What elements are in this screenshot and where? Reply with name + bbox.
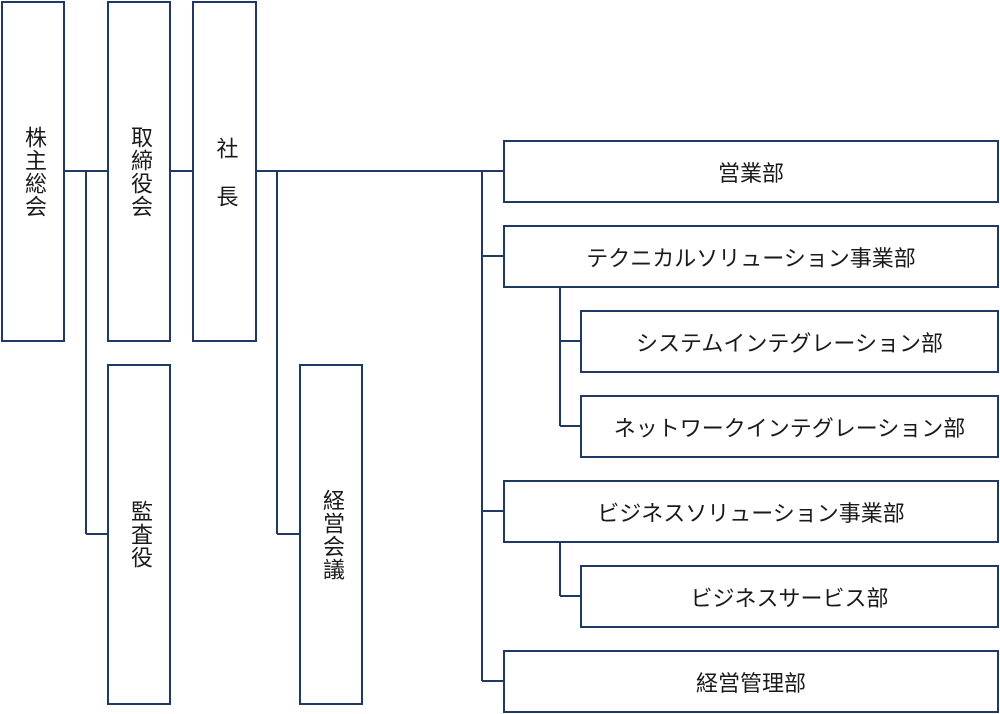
- dept-administration-box: 経営管理部: [503, 650, 999, 713]
- auditor-label: 監査役: [127, 500, 152, 569]
- dept-business-solutions-label: ビジネスソリューション事業部: [597, 501, 905, 527]
- management-council-label: 経営会議: [319, 488, 344, 581]
- dept-technical-solutions-label: テクニカルソリューション事業部: [586, 246, 916, 272]
- management-council-box: 経営会議: [299, 364, 363, 705]
- dept-business-services-label: ビジネスサービス部: [690, 586, 889, 612]
- dept-network-integration-label: ネットワークインテグレーション部: [613, 416, 966, 442]
- auditor-box: 監査役: [107, 364, 171, 705]
- dept-business-solutions-box: ビジネスソリューション事業部: [503, 480, 999, 543]
- dept-business-services-box: ビジネスサービス部: [580, 565, 999, 628]
- dept-technical-solutions-box: テクニカルソリューション事業部: [503, 225, 999, 288]
- dept-sales-label: 営業部: [717, 161, 784, 187]
- dept-network-integration-box: ネットワークインテグレーション部: [580, 395, 999, 458]
- dept-sales-box: 営業部: [503, 140, 999, 203]
- shareholders-meeting-box: 株主総会: [1, 1, 65, 342]
- president-box: 社長: [192, 1, 257, 342]
- board-of-directors-label: 取締役会: [127, 125, 152, 218]
- board-of-directors-box: 取締役会: [107, 1, 171, 342]
- shareholders-meeting-label: 株主総会: [21, 125, 46, 218]
- dept-system-integration-box: システムインテグレーション部: [580, 310, 999, 373]
- dept-system-integration-label: システムインテグレーション部: [636, 331, 943, 357]
- president-label: 社長: [212, 136, 238, 233]
- dept-administration-label: 経営管理部: [695, 671, 806, 697]
